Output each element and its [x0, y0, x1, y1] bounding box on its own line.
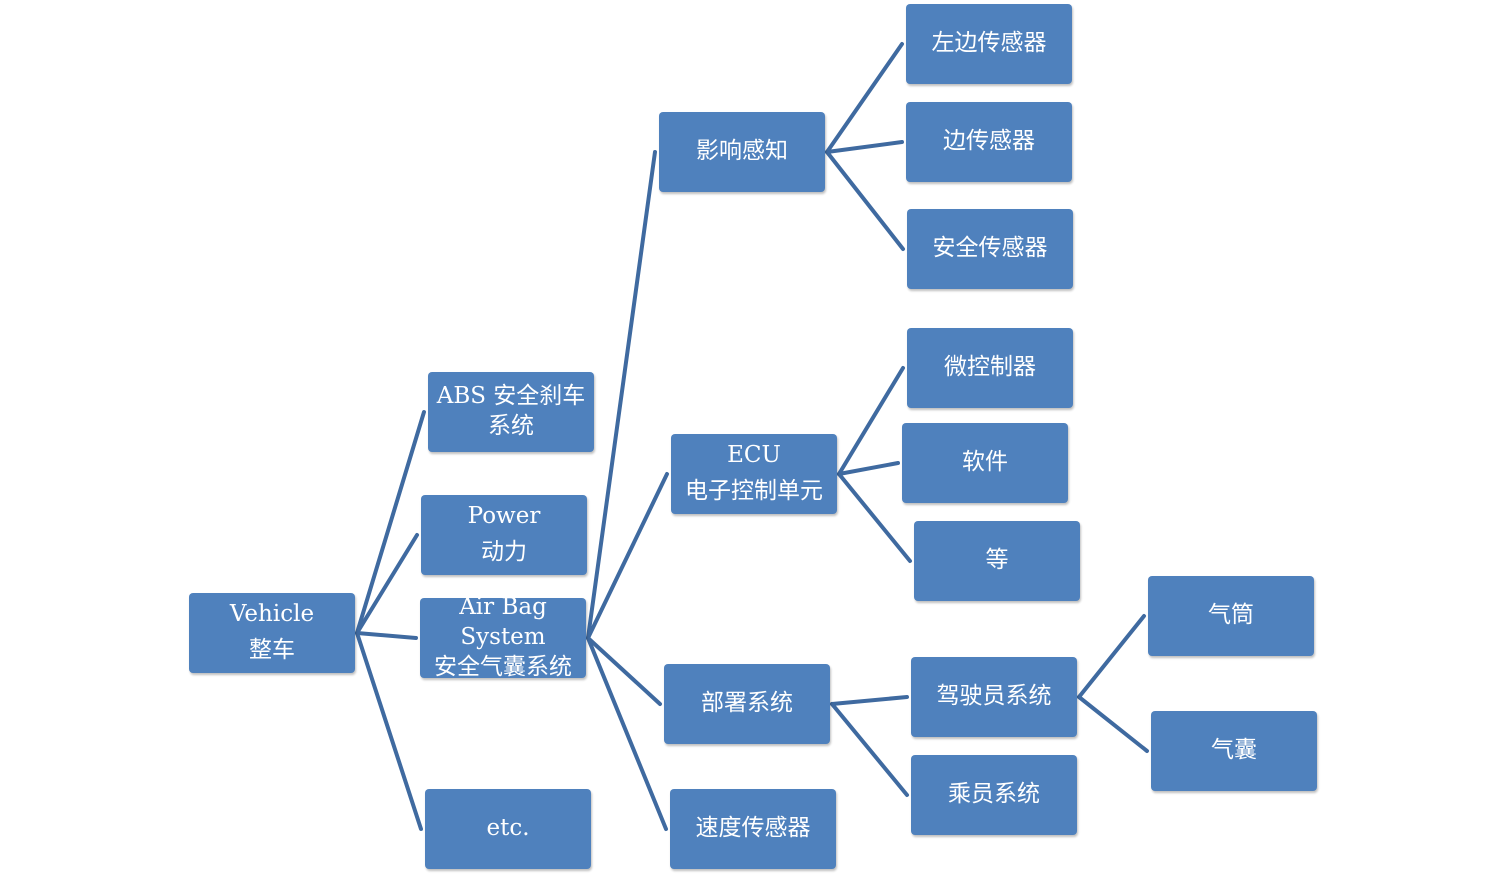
node-impact: 影响感知 [659, 112, 825, 192]
connector-impact-to-side_sensor [825, 140, 904, 154]
node-airbag: Air Bag System 安全气囊系统 [420, 594, 586, 680]
node-airbag-line1: Air Bag System [459, 594, 547, 651]
connector-vehicle-to-etc [355, 631, 423, 831]
node-power: Power 动力 [421, 495, 587, 575]
node-vehicle-line1: Vehicle [229, 601, 315, 628]
node-ecu-line2: 电子控制单元 [685, 478, 823, 504]
node-left-sensor: 左边传感器 [906, 4, 1072, 84]
connector-vehicle-to-power [355, 533, 419, 635]
node-etc: etc. [425, 789, 591, 869]
node-deploy: 部署系统 [664, 664, 830, 744]
node-microcontroller: 微控制器 [907, 328, 1073, 408]
connector-deploy-to-driver_system [830, 695, 909, 706]
node-airbag-bag: 气囊 [1151, 711, 1317, 791]
connector-driver_system-to-airbag_bag [1077, 695, 1149, 753]
connector-driver_system-to-inflator [1077, 614, 1146, 699]
node-side-sensor: 边传感器 [906, 102, 1072, 182]
node-abs: ABS 安全刹车 系统 [428, 372, 594, 452]
node-ecu-etc: 等 [914, 521, 1080, 601]
node-vehicle: Vehicle 整车 [189, 593, 355, 673]
connector-ecu-to-software [837, 461, 900, 476]
node-driver-system: 驾驶员系统 [911, 657, 1077, 737]
node-safety-sensor: 安全传感器 [907, 209, 1073, 289]
node-deploy-line1: 部署系统 [701, 690, 793, 717]
node-speed-sensor: 速度传感器 [670, 789, 836, 869]
node-power-line1: Power [467, 503, 541, 530]
node-software-line1: 软件 [962, 449, 1008, 476]
node-airbag-line2: 安全气囊系统 [434, 653, 572, 680]
node-impact-line1: 影响感知 [696, 138, 788, 165]
node-inflator-line1: 气筒 [1208, 602, 1254, 629]
node-etc-line1: etc. [486, 815, 530, 842]
node-speed-sensor-line1: 速度传感器 [695, 815, 811, 842]
node-airbag-bag-line1: 气囊 [1211, 737, 1257, 764]
node-software: 软件 [902, 423, 1068, 503]
node-microcontroller-line1: 微控制器 [944, 354, 1036, 381]
node-ecu-etc-line1: 等 [985, 547, 1009, 574]
node-side-sensor-line1: 边传感器 [943, 128, 1035, 155]
connector-airbag-to-impact [586, 150, 657, 640]
connector-ecu-to-ecu_etc [837, 472, 912, 563]
node-abs-line2: 系统 [488, 413, 534, 439]
node-power-line2: 动力 [481, 539, 527, 565]
node-passenger-system-line1: 乘员系统 [948, 781, 1040, 808]
connector-ecu-to-microcontroller [837, 366, 905, 476]
connector-vehicle-to-airbag [355, 631, 418, 640]
node-inflator: 气筒 [1148, 576, 1314, 656]
connector-vehicle-to-abs [355, 410, 426, 635]
node-driver-system-line1: 驾驶员系统 [936, 683, 1052, 710]
connector-airbag-to-deploy [586, 636, 662, 706]
node-ecu: ECU 电子控制单元 [671, 434, 837, 514]
connector-impact-to-safety_sensor [825, 150, 905, 251]
node-ecu-line1: ECU [727, 442, 781, 469]
node-passenger-system: 乘员系统 [911, 755, 1077, 835]
connector-airbag-to-ecu [586, 472, 669, 640]
node-safety-sensor-line1: 安全传感器 [932, 235, 1048, 262]
connector-deploy-to-passenger_system [830, 702, 909, 797]
node-left-sensor-line1: 左边传感器 [931, 30, 1047, 57]
connector-impact-to-left_sensor [825, 42, 904, 154]
node-vehicle-line2: 整车 [249, 637, 295, 663]
connector-airbag-to-speed_sensor [586, 636, 668, 831]
node-abs-line1: ABS 安全刹车 [436, 383, 586, 410]
